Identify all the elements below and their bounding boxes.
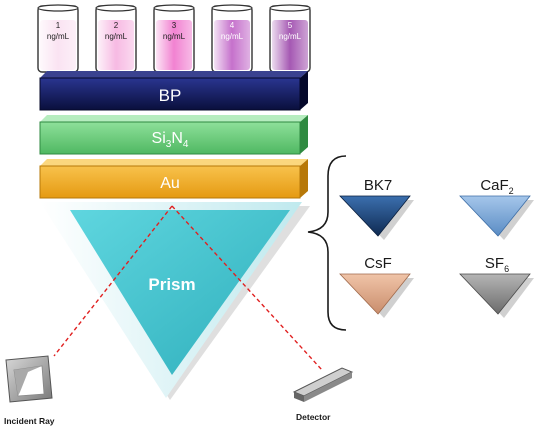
vial-1-unit: ng/mL: [47, 32, 70, 41]
vial-1-rim: [37, 4, 79, 12]
light-path: [53, 205, 323, 371]
au-layer-top: [40, 159, 308, 166]
incident-ray-label: Incident Ray: [4, 416, 55, 426]
detector-side: [304, 372, 352, 402]
bp-layer: BP: [39, 71, 308, 111]
vial-2-unit: ng/mL: [105, 32, 128, 41]
vial-5-unit: ng/mL: [279, 32, 302, 41]
vial-2-rim: [95, 4, 137, 12]
material-sf6-label: SF6: [485, 255, 509, 274]
prism-label: Prism: [148, 275, 195, 294]
detector-label: Detector: [296, 412, 331, 422]
material-caf2-label-sub: 2: [509, 186, 514, 196]
si3n4-label-sub2: 4: [183, 139, 189, 150]
vial-1-number: 1: [56, 21, 61, 30]
bp-layer-top: [40, 71, 308, 78]
materials-brace: [307, 155, 347, 331]
prism-face: [70, 210, 290, 375]
vial-5-number: 5: [288, 21, 293, 30]
light-source: Incident Ray: [4, 355, 55, 426]
detector-front: [294, 392, 304, 402]
au-layer-side: [300, 159, 308, 198]
prism: Prism: [40, 202, 310, 400]
au-layer-face: [39, 165, 301, 199]
vial-2-number: 2: [114, 21, 119, 30]
material-sf6-label-sub: 6: [504, 264, 509, 274]
vial-2: 2 ng/mL: [95, 4, 137, 73]
material-bk7: BK7: [339, 177, 414, 240]
material-sf6: SF6: [459, 255, 534, 318]
vial-3-rim: [153, 4, 195, 12]
material-caf2-label-base: CaF: [480, 177, 508, 194]
vial-1: 1 ng/mL: [37, 4, 79, 73]
material-bk7-label: BK7: [364, 177, 392, 194]
vial-row: 1 ng/mL 2 ng/mL 3 ng/mL 4 ng/mL: [37, 4, 311, 73]
si3n4-label-sub1: 3: [166, 139, 172, 150]
bp-label: BP: [159, 86, 182, 105]
si3n4-layer-side: [300, 115, 308, 154]
material-caf2: CaF2: [459, 177, 534, 240]
material-caf2-prism: [459, 195, 531, 237]
light-source-corner: [14, 366, 42, 396]
vial-3-number: 3: [172, 21, 177, 30]
si3n4-label-mid: N: [171, 130, 183, 147]
material-csf-label: CsF: [364, 255, 392, 272]
material-bk7-prism: [339, 195, 411, 237]
au-layer: Au: [39, 159, 308, 199]
reflected-beam: [171, 205, 323, 371]
au-label: Au: [160, 175, 180, 192]
material-sf6-prism: [459, 273, 531, 315]
vial-3: 3 ng/mL: [153, 4, 195, 73]
material-csf: CsF: [339, 255, 414, 318]
vial-5: 5 ng/mL: [269, 4, 311, 73]
vial-4-number: 4: [230, 21, 235, 30]
si3n4-layer: Si3N4: [39, 115, 308, 155]
vial-4-unit: ng/mL: [221, 32, 244, 41]
si3n4-layer-face: [39, 121, 301, 155]
vial-4-rim: [211, 4, 253, 12]
bp-layer-face: [39, 77, 301, 111]
vial-4: 4 ng/mL: [211, 4, 253, 73]
detector: Detector: [292, 367, 354, 422]
material-caf2-label: CaF2: [480, 177, 513, 196]
incident-beam: [53, 205, 173, 357]
material-csf-prism: [339, 273, 411, 315]
bp-layer-side: [300, 71, 308, 110]
material-sf6-label-base: SF: [485, 255, 504, 272]
si3n4-label-base: Si: [152, 130, 166, 147]
vial-3-unit: ng/mL: [163, 32, 186, 41]
si3n4-label: Si3N4: [152, 130, 189, 150]
vial-5-rim: [269, 4, 311, 12]
si3n4-layer-top: [40, 115, 308, 122]
